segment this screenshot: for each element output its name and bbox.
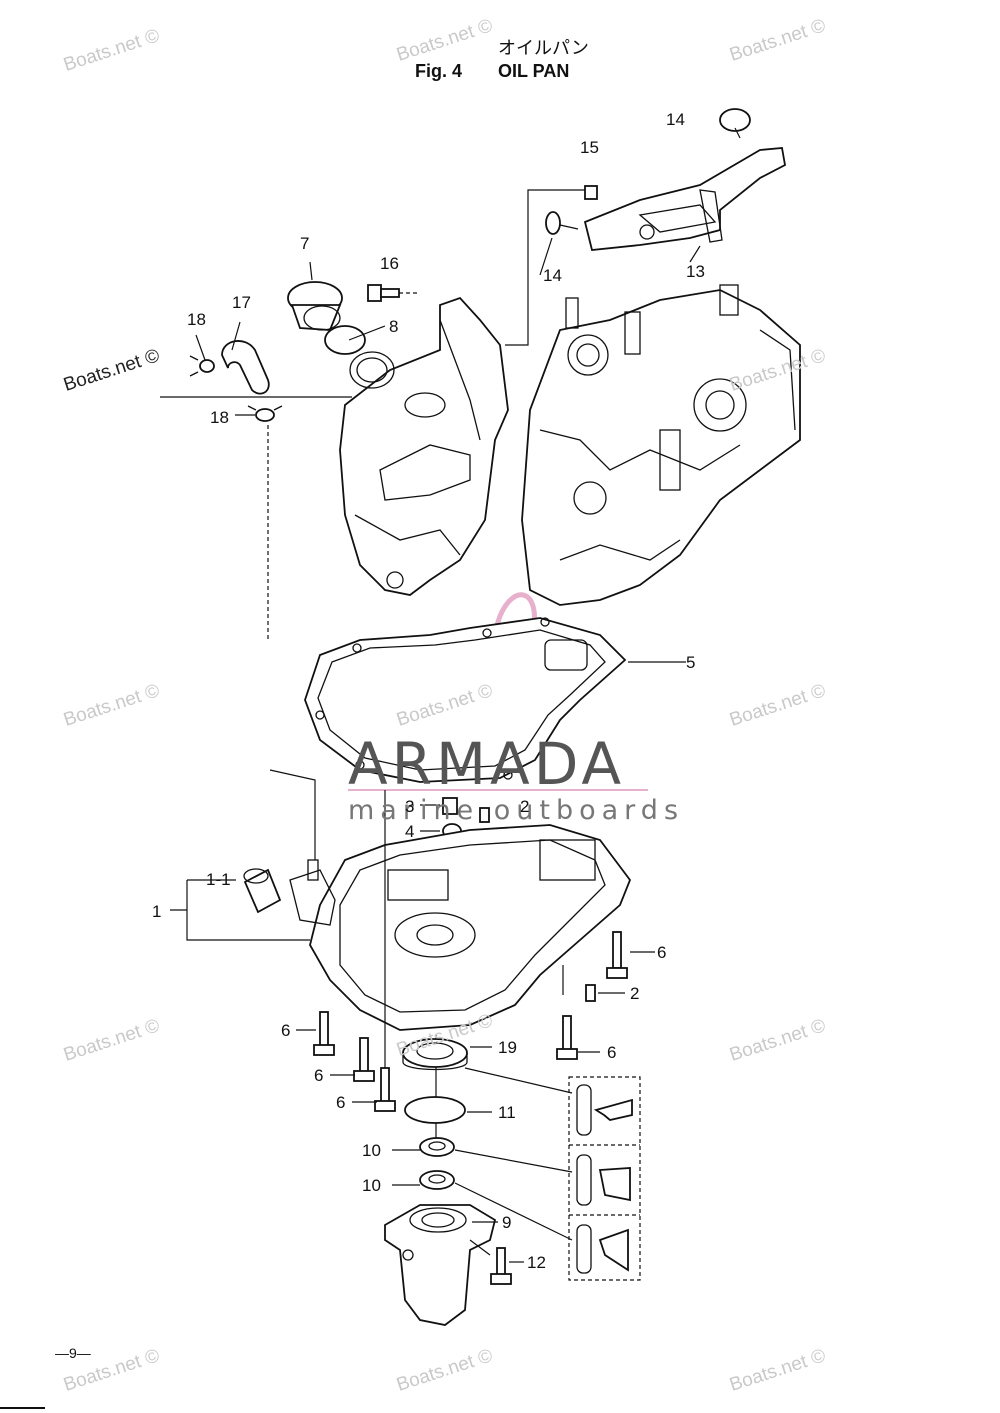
callout-15: 15 xyxy=(580,138,599,157)
seal-orientation-detail xyxy=(568,1076,641,1281)
callout-10: 10 xyxy=(362,1141,381,1160)
part-5-gasket xyxy=(304,617,627,783)
part-10-seal-upper xyxy=(419,1137,455,1157)
part-19-oil-seal xyxy=(402,1038,468,1071)
callout-14: 14 xyxy=(543,266,562,285)
part-15-collar xyxy=(584,185,598,200)
part-17-hose xyxy=(221,340,270,395)
part-2-dowel-lower xyxy=(585,984,596,1002)
oil-pan-view-right xyxy=(521,284,801,606)
callout-16: 16 xyxy=(380,254,399,273)
callout-13: 13 xyxy=(686,262,705,281)
callout-2: 2 xyxy=(630,984,640,1003)
figure-number: Fig. 4 xyxy=(415,61,463,81)
part-9-housing xyxy=(384,1204,497,1326)
part-6-bolt-left-1 xyxy=(313,1011,335,1056)
part-6-bolt-right-lower xyxy=(556,1015,578,1060)
callout-6: 6 xyxy=(657,943,667,962)
callout-8: 8 xyxy=(389,317,399,336)
callout-6: 6 xyxy=(281,1021,291,1040)
part-11-o-ring xyxy=(404,1096,466,1124)
callout-7: 7 xyxy=(300,234,310,253)
armada-brand-watermark: ARMADA xyxy=(348,730,626,798)
figure-title: OIL PAN xyxy=(498,61,570,81)
callout-17: 17 xyxy=(232,293,251,312)
callout-10: 10 xyxy=(362,1176,381,1195)
part-14-cap-top xyxy=(719,108,751,139)
callout-6: 6 xyxy=(314,1066,324,1085)
part-7-oil-filler-cap xyxy=(287,281,343,331)
part-6-bolt-right-upper xyxy=(606,931,628,979)
callout-3: 3 xyxy=(405,797,415,816)
callout-19: 19 xyxy=(498,1038,517,1057)
callout-9: 9 xyxy=(502,1213,512,1232)
part-1-1-seal xyxy=(243,868,282,914)
title-japanese: オイルパン xyxy=(498,38,589,59)
part-6-bolt-left-2 xyxy=(353,1037,375,1082)
callout-18: 18 xyxy=(187,310,206,329)
part-2-dowel-upper xyxy=(479,807,490,823)
part-10-seal-lower xyxy=(419,1170,455,1190)
callout-4: 4 xyxy=(405,822,415,841)
part-18-clip-lower xyxy=(247,405,283,422)
part-6-bolt-left-3 xyxy=(374,1067,396,1112)
part-12-bolt xyxy=(490,1247,512,1285)
part-3-fitting xyxy=(442,797,458,815)
callout-18: 18 xyxy=(210,408,229,427)
part-1-oil-pan xyxy=(289,824,632,1031)
part-8-o-ring xyxy=(324,325,366,355)
callout-6: 6 xyxy=(607,1043,617,1062)
callout-2: 2 xyxy=(520,797,530,816)
oil-pan-view-left xyxy=(339,296,509,596)
part-14-cap-lower xyxy=(545,211,579,235)
armada-brand-subtitle: marine outboards xyxy=(348,795,685,826)
part-18-clip-upper xyxy=(189,355,215,377)
callout-5: 5 xyxy=(686,653,696,672)
part-16-bolt xyxy=(367,284,420,302)
callout-11: 11 xyxy=(498,1103,516,1122)
callout-1: 1 xyxy=(152,902,162,921)
page-number: —9— xyxy=(55,1345,91,1361)
callout-6: 6 xyxy=(336,1093,346,1112)
callout-14: 14 xyxy=(666,110,685,129)
callout-12: 12 xyxy=(527,1253,546,1272)
callout-1-1: 1-1 xyxy=(206,870,231,889)
part-13-bracket xyxy=(583,147,787,251)
